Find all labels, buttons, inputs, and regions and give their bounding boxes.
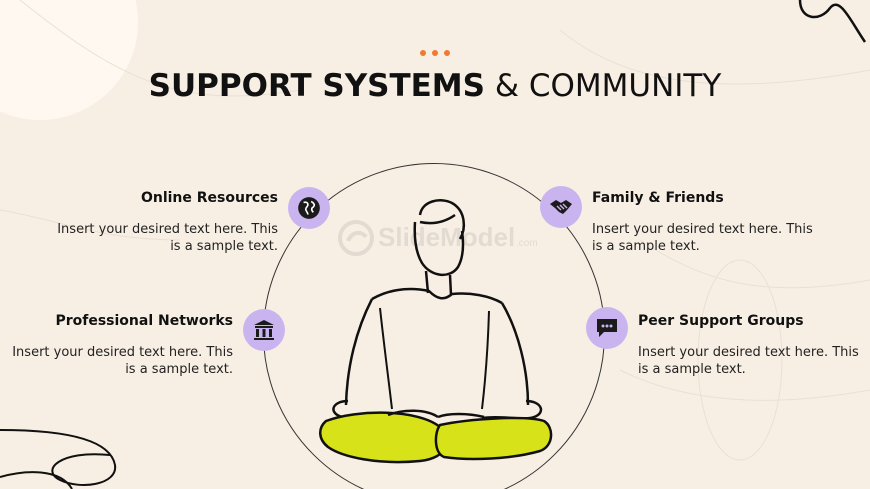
chat-icon — [597, 319, 617, 337]
accent-dot — [420, 50, 426, 56]
peer-support-text: Insert your desired text here. This is a… — [638, 345, 859, 377]
page-title: SUPPORT SYSTEMS & COMMUNITY — [0, 64, 870, 108]
peer-support-title: Peer Support Groups — [638, 313, 804, 329]
accent-dots — [420, 50, 450, 56]
svg-text:SlideModel: SlideModel — [378, 222, 515, 252]
professional-networks-text: Insert your desired text here. This is a… — [12, 345, 233, 377]
peer-support-icon-badge — [586, 307, 628, 349]
accent-dot — [444, 50, 450, 56]
meditating-person-illustration — [319, 199, 553, 464]
professional-networks-icon-badge — [243, 309, 285, 351]
title-bold: SUPPORT SYSTEMS — [148, 68, 485, 104]
building-icon — [254, 320, 274, 340]
family-friends-text: Insert your desired text here. This is a… — [592, 222, 813, 254]
title-rest: & COMMUNITY — [494, 68, 722, 104]
handshake-icon — [550, 200, 572, 214]
online-resources-icon-badge — [288, 187, 330, 229]
globe-icon — [298, 197, 320, 219]
family-friends-title: Family & Friends — [592, 190, 724, 206]
online-resources-title: Online Resources — [140, 190, 278, 206]
online-resources-text: Insert your desired text here. This is a… — [57, 222, 278, 254]
accent-dot — [432, 50, 438, 56]
watermark-logo: SlideModel .com — [338, 220, 538, 256]
family-friends-icon-badge — [540, 186, 582, 228]
professional-networks-title: Professional Networks — [55, 313, 233, 329]
svg-text:.com: .com — [516, 238, 538, 249]
